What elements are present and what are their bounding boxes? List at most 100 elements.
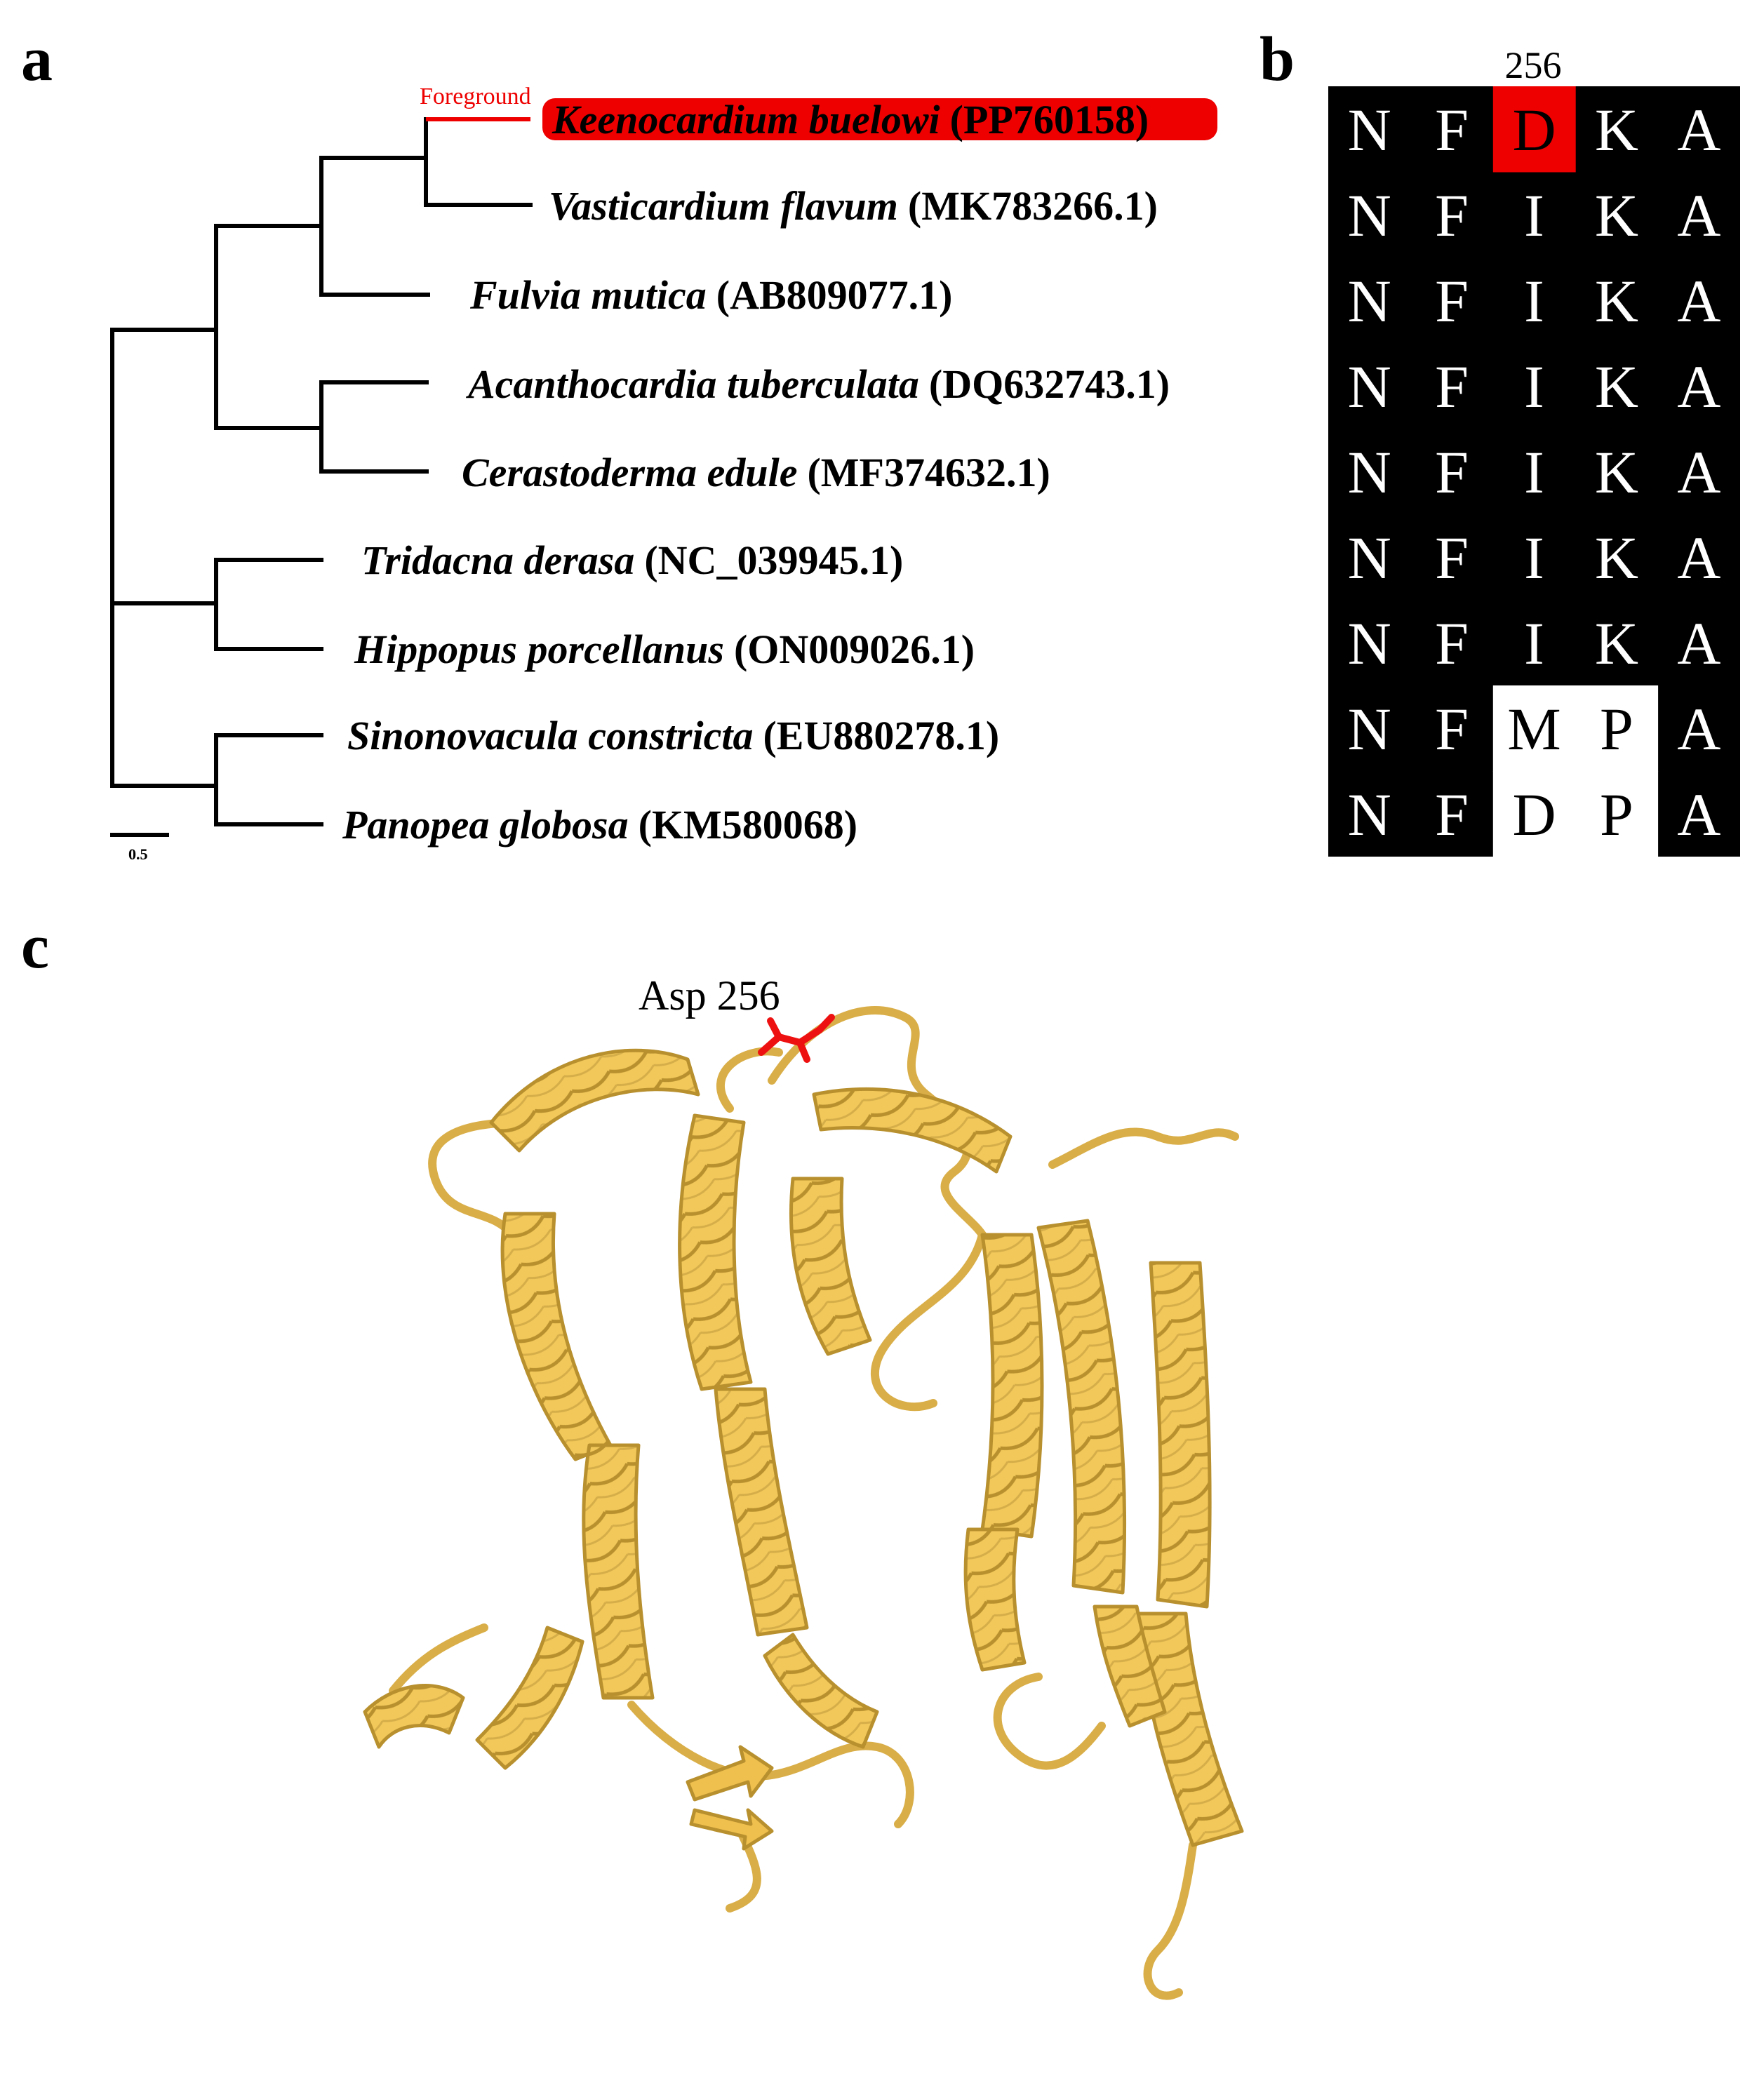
alignment-cell-bg	[1492, 86, 1576, 173]
alignment-residue: I	[1524, 182, 1544, 249]
taxon-5: Cerastoderma edule(MF374632.1)	[462, 450, 1050, 495]
alignment-residue: P	[1600, 781, 1633, 848]
alignment-residue: K	[1595, 438, 1638, 506]
panel-label-c: c	[21, 912, 49, 982]
helices	[363, 1048, 1244, 1847]
alignment-residue: A	[1677, 182, 1720, 249]
helix-11	[1149, 1261, 1212, 1609]
protein-ribbon	[363, 1006, 1244, 2000]
alignment-residue: I	[1524, 524, 1544, 591]
taxon-species: Vasticardium flavum	[549, 183, 898, 229]
alignment-residue: F	[1435, 96, 1469, 163]
helix-13	[1093, 1605, 1167, 1728]
residue-stick-4	[816, 1014, 835, 1033]
alignment-residue: A	[1677, 267, 1720, 335]
alignment-residue: M	[1507, 695, 1561, 763]
taxon-1: Keenocardium buelowi(PP760158)	[552, 97, 1149, 142]
taxon-4: Acanthocardia tuberculata(DQ632743.1)	[466, 361, 1170, 407]
svg-text:Cerastoderma edule(MF374632.1): Cerastoderma edule(MF374632.1)	[462, 450, 1050, 495]
loop-mid	[871, 1231, 987, 1412]
tree-branches	[110, 117, 533, 837]
taxon-accession: (MK783266.1)	[908, 183, 1158, 229]
helix-5	[714, 1387, 809, 1637]
svg-text:Fulvia mutica(AB809077.1): Fulvia mutica(AB809077.1)	[469, 272, 952, 318]
alignment-residue: D	[1512, 96, 1556, 163]
helix-1	[489, 1048, 700, 1153]
taxon-species: Keenocardium buelowi	[552, 97, 940, 142]
svg-text:Tridacna derasa(NC_039945.1): Tridacna derasa(NC_039945.1)	[361, 537, 903, 583]
alignment-residue: N	[1348, 695, 1391, 763]
helix-2	[500, 1212, 613, 1461]
residue-stick-3	[796, 1039, 810, 1063]
taxon-7: Hippopus porcellanus(ON009026.1)	[354, 627, 975, 672]
svg-text:Keenocardium buelowi(PP760158): Keenocardium buelowi(PP760158)	[552, 97, 1149, 142]
alignment-residue: F	[1435, 267, 1469, 335]
loop-left	[428, 1118, 523, 1239]
alignment-residue: K	[1595, 182, 1638, 249]
alignment-residue: N	[1348, 438, 1391, 506]
taxon-2: Vasticardium flavum(MK783266.1)	[549, 183, 1158, 229]
asp256-residue	[758, 1014, 835, 1063]
alignment-residue: A	[1677, 353, 1720, 420]
taxon-accession: (ON009026.1)	[734, 627, 975, 672]
alignment-residue: N	[1348, 610, 1391, 677]
alignment-residue: F	[1435, 524, 1469, 591]
taxon-8: Sinonovacula constricta(EU880278.1)	[347, 713, 999, 758]
taxon-3: Fulvia mutica(AB809077.1)	[469, 272, 952, 318]
alignment-residue: I	[1524, 438, 1544, 506]
svg-text:Sinonovacula constricta(EU8802: Sinonovacula constricta(EU880278.1)	[347, 713, 999, 758]
alignment-residue: D	[1512, 781, 1556, 848]
loop-right-top	[1048, 1127, 1239, 1169]
loops	[389, 1006, 1239, 2000]
alignment-residue: K	[1595, 610, 1638, 677]
svg-text:Panopea globosa(KM580068): Panopea globosa(KM580068)	[342, 802, 857, 848]
residue-stick-2	[767, 1017, 782, 1040]
alignment-residue: N	[1348, 353, 1391, 420]
alignment-cell-bg	[1575, 771, 1659, 857]
helix-14	[475, 1626, 584, 1770]
taxon-accession: (EU880278.1)	[763, 713, 999, 758]
alignment-cell-bg	[1575, 685, 1659, 772]
taxon-accession: (DQ632743.1)	[929, 361, 1170, 407]
alignment-residue: F	[1435, 438, 1469, 506]
alignment-residue: N	[1348, 267, 1391, 335]
panel-label-b: b	[1259, 25, 1295, 94]
taxon-accession: (MF374632.1)	[807, 450, 1050, 495]
taxon-species: Tridacna derasa	[361, 537, 634, 583]
helix-6	[789, 1177, 872, 1356]
alignment-residue: K	[1595, 96, 1638, 163]
taxon-accession: (AB809077.1)	[716, 272, 953, 318]
alignment-cell-bg	[1492, 771, 1576, 857]
helix-15	[363, 1684, 465, 1749]
scale-label: 0.5	[128, 845, 148, 863]
alignment-residue: N	[1348, 524, 1391, 591]
panel-label-a: a	[21, 25, 53, 94]
alignment-residue: A	[1677, 524, 1720, 591]
helix-7	[812, 1087, 1013, 1174]
svg-text:Acanthocardia tuberculata(DQ63: Acanthocardia tuberculata(DQ632743.1)	[466, 361, 1170, 407]
alignment-residue: K	[1595, 267, 1638, 335]
taxon-accession: (KM580068)	[639, 802, 858, 848]
protein-structure	[363, 1006, 1244, 2000]
loop-tail	[1143, 1841, 1197, 2000]
alignment-residue: F	[1435, 695, 1469, 763]
loop-top	[768, 1006, 987, 1239]
alignment-residue: K	[1595, 353, 1638, 420]
taxon-6: Tridacna derasa(NC_039945.1)	[361, 537, 903, 583]
alignment-residue: I	[1524, 353, 1544, 420]
alignment-residue: N	[1348, 182, 1391, 249]
alignment-residue: I	[1524, 267, 1544, 335]
beta-strand-1	[686, 1745, 774, 1802]
alignment-residue: I	[1524, 610, 1544, 677]
alignment-residue: K	[1595, 524, 1638, 591]
beta-strand-2	[689, 1808, 774, 1851]
alignment-residue: F	[1435, 182, 1469, 249]
alignment-residue: P	[1600, 695, 1633, 763]
alignment-residue: N	[1348, 781, 1391, 848]
taxon-species: Sinonovacula constricta	[347, 713, 753, 758]
alignment-position-label: 256	[1504, 44, 1562, 86]
residue-stick-1	[758, 1026, 823, 1056]
helix-4	[678, 1113, 753, 1391]
